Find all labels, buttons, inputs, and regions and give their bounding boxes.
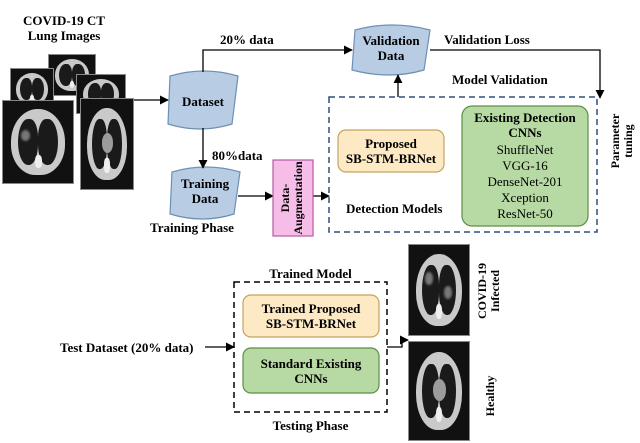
existing-list: ShuffleNet VGG-16 DenseNet-201 Xception … <box>462 142 588 222</box>
augmentation-box <box>272 159 314 237</box>
detection-models-label: Detection Models <box>346 201 443 216</box>
arrow-trained-to-outputs <box>387 335 409 348</box>
trained-model-frame <box>233 281 388 413</box>
standard-existing-label: Standard Existing CNNs <box>260 356 362 386</box>
arrow-dataset-to-validation <box>202 45 353 72</box>
existing-title: Existing Detection CNNs <box>474 110 576 140</box>
dataset-cylinder <box>167 70 239 130</box>
test-dataset-label: Test Dataset (20% data) <box>60 340 194 355</box>
trained-model-label: Trained Model <box>269 266 352 281</box>
proposed-label: Proposed SB-STM-BRNet <box>345 136 437 166</box>
existing-item: VGG-16 <box>502 158 548 173</box>
healthy-output-label: Healthy <box>483 375 497 417</box>
validation-cylinder <box>351 24 431 76</box>
parameter-tuning-label: Parameter tuning <box>608 113 635 169</box>
edge-label-80: 80%data <box>212 148 263 163</box>
detection-models-frame <box>328 96 598 233</box>
standard-existing-box <box>242 347 380 394</box>
model-validation-label: Model Validation <box>452 72 548 87</box>
covid-output-label: COVID-19 Infected <box>475 263 502 319</box>
ct-image-main-right <box>80 98 134 190</box>
augmentation-label: Data- Augmentation <box>278 161 305 235</box>
existing-item: DenseNet-201 <box>487 174 563 189</box>
trained-proposed-label: Trained Proposed SB-STM-BRNet <box>261 301 361 331</box>
source-title: COVID-19 CT Lung Images <box>23 13 105 43</box>
validation-loss-label: Validation Loss <box>444 32 530 47</box>
existing-box <box>461 105 589 227</box>
training-data-label: Training Data <box>180 176 230 206</box>
existing-item: Xception <box>501 190 549 205</box>
existing-item: ShuffleNet <box>496 142 554 157</box>
dataset-label: Dataset <box>182 94 224 109</box>
existing-item: ResNet-50 <box>497 206 553 221</box>
training-cylinder <box>169 166 241 220</box>
ct-output-healthy <box>408 341 470 441</box>
trained-proposed-box <box>242 294 380 338</box>
proposed-box <box>337 129 445 173</box>
training-phase-label: Training Phase <box>150 220 234 235</box>
arrow-validation-loss <box>430 49 605 99</box>
testing-phase-label: Testing Phase <box>272 418 349 433</box>
ct-output-covid <box>408 244 470 336</box>
edge-label-20: 20% data <box>220 32 274 47</box>
ct-image-main-left <box>2 100 74 184</box>
validation-data-label: Validation Data <box>362 33 420 63</box>
